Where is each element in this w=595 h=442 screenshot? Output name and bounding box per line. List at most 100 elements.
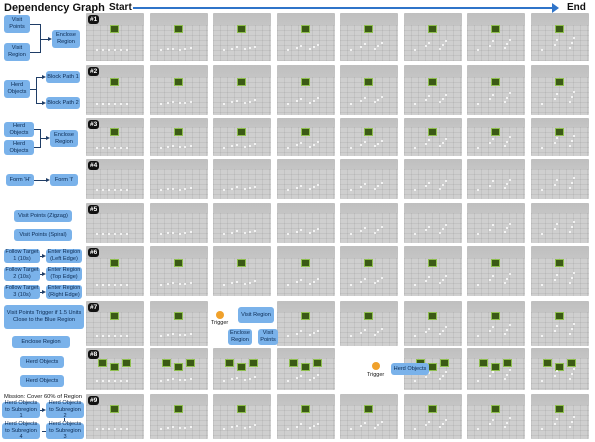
agent-dot — [159, 102, 162, 105]
agent-dot — [308, 426, 311, 429]
agent-dot — [441, 184, 444, 186]
agent-dot — [178, 232, 181, 235]
agent-dot — [506, 140, 509, 143]
agent-dot — [166, 188, 169, 191]
agent-dot — [317, 278, 320, 281]
agent-dot — [171, 187, 174, 190]
sim-frame — [530, 203, 589, 243]
agent-dot — [248, 100, 251, 103]
trigger-label: Trigger — [211, 320, 229, 326]
edge-arrow — [42, 290, 46, 294]
region-marker — [237, 405, 246, 414]
edge-arrow — [42, 254, 46, 258]
agent-dot — [171, 145, 174, 148]
region-marker — [161, 358, 171, 367]
agent-dot — [189, 47, 192, 50]
dependency-graph-title: Dependency Graph — [4, 2, 105, 14]
agent-dot — [171, 333, 174, 336]
agent-dot — [350, 427, 352, 430]
agent-dot — [286, 102, 289, 105]
edge-arrow — [42, 408, 46, 412]
sim-frame — [86, 13, 144, 61]
agent-dot — [489, 375, 491, 378]
agent-dot — [223, 102, 225, 105]
agent-dot — [295, 377, 298, 380]
agent-dot — [489, 279, 491, 282]
sim-frame — [213, 65, 271, 115]
node-enter-region-left: Enter Region (Left Edge) — [46, 249, 82, 263]
agent-dot — [313, 424, 316, 427]
agent-dot — [413, 379, 416, 382]
region-marker — [427, 258, 437, 267]
agent-dot — [377, 142, 380, 145]
sim-frame — [149, 394, 208, 439]
agent-dot — [350, 102, 352, 105]
agent-dot — [540, 49, 543, 51]
agent-dot — [243, 188, 246, 191]
region-marker — [479, 358, 488, 367]
region-marker — [491, 77, 500, 86]
agent-dot — [373, 187, 376, 190]
agent-dot — [350, 49, 352, 51]
agent-dot — [553, 374, 556, 377]
region-marker — [542, 358, 552, 367]
agent-dot — [159, 427, 162, 430]
agent-dot — [381, 95, 384, 98]
agent-dot — [317, 422, 320, 425]
agent-dot — [114, 283, 116, 286]
agent-dot — [427, 181, 430, 184]
region-marker — [173, 312, 183, 321]
agent-dot — [184, 378, 187, 381]
edge — [36, 77, 42, 78]
agent-dot — [555, 324, 558, 327]
agent-dot — [159, 146, 162, 149]
agent-dot — [120, 233, 122, 235]
sim-frame — [86, 301, 144, 346]
agent-dot — [243, 232, 246, 235]
region-marker — [491, 127, 500, 136]
sim-frame — [276, 159, 335, 199]
agent-dot — [299, 279, 302, 282]
agent-dot — [568, 144, 571, 147]
agent-dot — [444, 274, 447, 277]
agent-dot — [555, 273, 558, 276]
sim-frame — [213, 118, 271, 156]
agent-dot — [360, 143, 362, 146]
agent-dot — [235, 424, 238, 427]
screenshot-row: #3 — [86, 118, 593, 156]
agent-dot — [568, 377, 571, 380]
sim-frame — [149, 65, 208, 115]
agent-dot — [126, 427, 128, 430]
node-block-path-2: Block Path 2 — [46, 97, 80, 109]
agent-dot — [540, 189, 543, 191]
region-marker — [364, 77, 373, 86]
agent-dot — [253, 376, 256, 379]
agent-dot — [243, 378, 246, 381]
sim-frame — [276, 394, 335, 439]
agent-dot — [96, 102, 98, 105]
agent-dot — [381, 226, 384, 229]
region-marker — [300, 127, 310, 136]
agent-dot — [413, 427, 416, 430]
agent-dot — [477, 102, 479, 105]
agent-dot — [477, 146, 479, 149]
agent-dot — [171, 378, 174, 381]
agent-dot — [102, 49, 104, 51]
agent-dot — [231, 47, 233, 50]
agent-dot — [231, 426, 233, 429]
agent-dot — [189, 144, 192, 147]
agent-dot — [350, 334, 352, 337]
agent-dot — [489, 98, 491, 101]
node-form-h: Form 'H' — [6, 174, 34, 186]
agent-dot — [540, 233, 543, 235]
region-marker — [554, 258, 564, 267]
sim-frame — [530, 13, 589, 61]
region-marker — [173, 362, 183, 371]
agent-dot — [506, 277, 509, 280]
sim-frame — [276, 13, 335, 61]
agent-dot — [491, 137, 494, 140]
agent-dot — [350, 146, 352, 149]
agent-dot — [184, 333, 187, 336]
agent-dot — [555, 92, 558, 95]
agent-dot — [308, 333, 311, 336]
